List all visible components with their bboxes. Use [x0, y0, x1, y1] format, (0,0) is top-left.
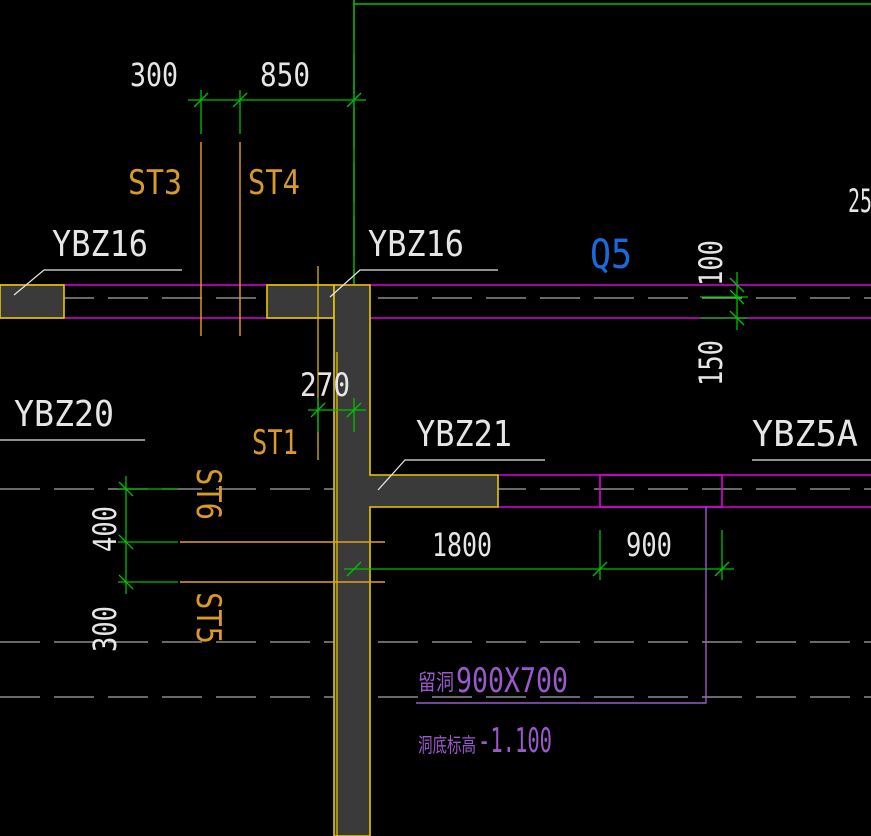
leader-ybz16-left [13, 269, 182, 296]
column-ybz16-left [0, 284, 65, 319]
columns [0, 284, 499, 836]
dim-left-tick-2 [118, 534, 134, 550]
dim-text-300-top: 300 [130, 56, 178, 94]
label-st1: ST1 [252, 423, 298, 463]
label-wall-q5: Q5 [590, 232, 632, 278]
opening-in-wall [599, 474, 723, 508]
stair-lines [180, 142, 385, 583]
opening-annotation: 留洞 900X700 洞底标高 -1.100 [418, 661, 568, 761]
dim-top-tick-2 [232, 92, 248, 108]
dim-text-100: 100 [692, 240, 730, 286]
dim-text-400: 400 [86, 506, 124, 552]
dim-bottom-tick-3 [714, 561, 730, 577]
label-ybz5a: YBZ5A [752, 414, 858, 455]
dim-text-850: 850 [260, 56, 310, 94]
dim-top-tick-3 [346, 92, 362, 108]
dim-270-tick-1 [310, 402, 326, 418]
top-frame [353, 0, 871, 300]
opening-leader [416, 507, 707, 704]
dim-text-300-left: 300 [86, 606, 124, 652]
dim-left-tick-1 [118, 481, 134, 497]
opening-size: 900X700 [456, 661, 568, 701]
label-st5: ST5 [188, 592, 228, 644]
label-ybz20: YBZ20 [14, 394, 114, 435]
dimension-lines [118, 90, 748, 594]
dim-text-270: 270 [300, 366, 350, 404]
column-labels: YBZ16 YBZ16 YBZ20 YBZ21 YBZ5A [14, 224, 858, 455]
dim-top-tick-1 [193, 92, 209, 108]
opening-elevation: -1.100 [478, 721, 552, 761]
column-ybz16-right-wing [266, 284, 335, 319]
leader-ybz16-right [329, 269, 498, 298]
label-st4: ST4 [248, 163, 300, 203]
label-st3: ST3 [128, 163, 182, 203]
label-ybz16-left: YBZ16 [52, 224, 148, 265]
leader-lines [0, 269, 871, 491]
dim-left-tick-3 [118, 574, 134, 590]
dimension-texts: 300 850 270 1800 900 25 100 150 400 300 [86, 56, 871, 652]
dim-right-tick-1 [729, 289, 745, 305]
dim-bottom-tick-2 [592, 561, 608, 577]
dim-right-tick-0 [729, 277, 745, 293]
label-ybz16-right: YBZ16 [368, 224, 464, 265]
dim-text-150: 150 [692, 340, 730, 386]
column-ybz21-l-shape [333, 284, 499, 836]
label-st6: ST6 [188, 468, 228, 520]
dim-270-tick-2 [346, 402, 362, 418]
dim-right-tick-2 [729, 310, 745, 326]
dim-bottom-tick-1 [346, 561, 362, 577]
opening-elevation-prefix: 洞底标高 [418, 733, 476, 757]
dim-text-900: 900 [626, 526, 672, 564]
dim-text-1800: 1800 [432, 526, 492, 564]
dim-text-25-partial: 25 [848, 182, 871, 220]
label-ybz21: YBZ21 [416, 414, 512, 455]
stair-labels: ST3 ST4 ST1 ST6 ST5 [128, 163, 300, 644]
opening-size-prefix: 留洞 [418, 671, 454, 696]
leader-ybz21 [377, 459, 545, 491]
